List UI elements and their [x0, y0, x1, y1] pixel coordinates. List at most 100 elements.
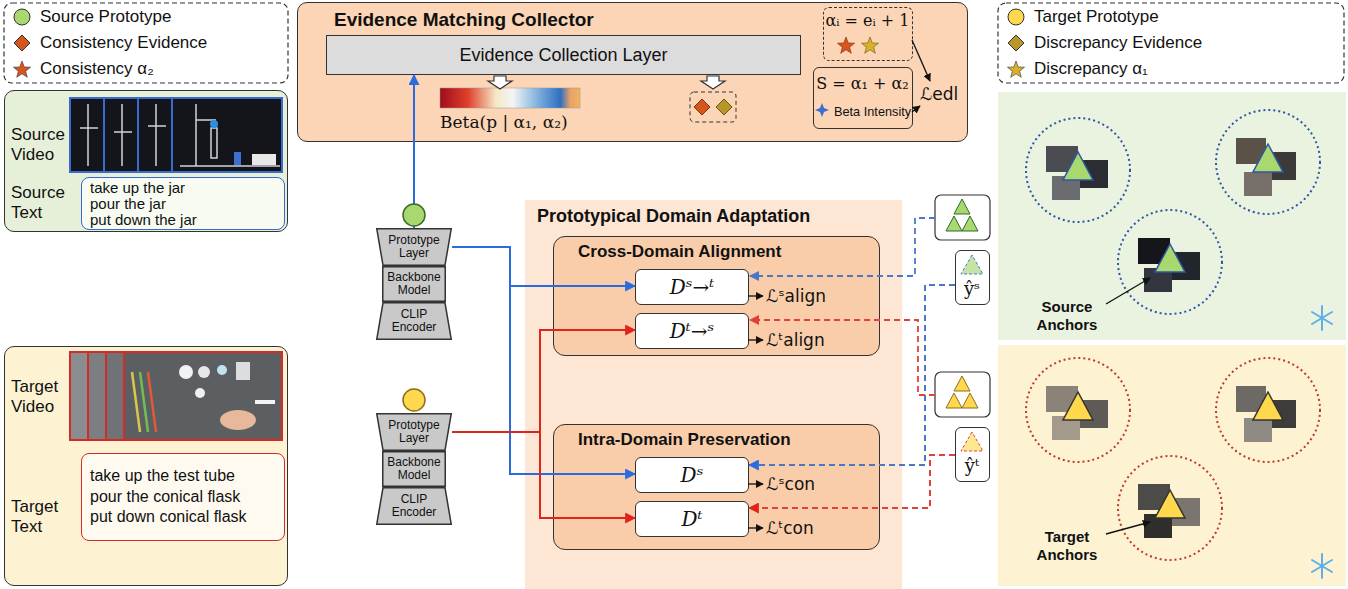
source-video: [252, 154, 276, 165]
legend-swatch: [12, 33, 32, 53]
beta-distribution-bar: [440, 88, 580, 108]
loss-arrow: [748, 483, 763, 484]
source-anchor-group: [962, 216, 978, 231]
layer-trapezoid-outline: [377, 488, 452, 525]
target-video: [198, 366, 210, 378]
source-video: [87, 104, 89, 166]
legend-text: Consistency Evidence: [40, 33, 207, 53]
source-video: [171, 98, 173, 172]
target-video: [148, 372, 156, 432]
source-anchor-group: [935, 195, 990, 240]
legend-swatch: [1006, 59, 1026, 79]
layer-box-outline: [383, 452, 446, 487]
source-anchor-clusters: [1244, 172, 1272, 196]
target-video: [124, 352, 282, 440]
text-holder: Evidence Collection Layer: [327, 36, 800, 74]
node-text: αᵢ = eᵢ + 1: [824, 11, 911, 30]
text-holder: Prototype Layer: [376, 228, 452, 266]
node-text: take up the jar: [90, 180, 185, 196]
node-text: Source Video: [11, 125, 69, 164]
text-holder: Dᵗ: [636, 502, 748, 536]
legend-text: Target Prototype: [1034, 7, 1159, 27]
evidence-panel: Evidence Matching CollectorEvidence Coll…: [297, 2, 968, 142]
source-video: [70, 98, 282, 172]
node-text: put down the jar: [90, 212, 197, 228]
source-anchor-group: [946, 199, 978, 231]
layer-trapezoid: CLIP Encoder: [376, 302, 452, 340]
target-video: [236, 362, 250, 380]
legend-text: Discrepancy α₁: [1034, 59, 1148, 79]
loss-arrow: [748, 339, 763, 340]
source-video: [210, 120, 218, 128]
source-video: [195, 104, 197, 166]
target-video: [70, 352, 282, 440]
alignment-panel: Cross-Domain AlignmentDˢ→ᵗDᵗ→ˢ: [553, 236, 880, 356]
target-video: [217, 365, 227, 375]
legend-swatch: [14, 9, 30, 25]
node-text: CLIP Encoder: [383, 308, 445, 334]
distribution-box: Dˢ→ᵗ: [635, 269, 749, 305]
legend-swatch: [1007, 61, 1024, 77]
node-text: Backbone Model: [385, 456, 443, 482]
process-box: Evidence Collection Layer: [326, 35, 801, 75]
math-label: ℒˢcon: [766, 474, 815, 494]
text-holder: Prototype Layer: [376, 413, 452, 451]
legend-item: Consistency α₂: [12, 58, 154, 80]
source-anchor-group: [954, 199, 970, 214]
math-label: ℒedl: [920, 84, 958, 104]
node-text: pour the conical flask: [90, 487, 240, 508]
legend-text: Source Prototype: [40, 7, 171, 27]
target-video: [255, 400, 275, 404]
target-anchor-group: [954, 376, 970, 391]
node-text: ŷᵗ: [956, 455, 988, 476]
target-anchor-group: [935, 372, 990, 417]
source-video: [121, 104, 123, 166]
source-video: [114, 131, 132, 133]
node-text: Target Video: [11, 377, 69, 416]
node-text: Dˢ: [681, 463, 704, 487]
adaptation-panel: Prototypical Domain AdaptationCross-Doma…: [525, 200, 902, 589]
source-video: [80, 127, 98, 129]
legend-swatch: [14, 35, 30, 51]
layer-trapezoid: Prototype Layer: [376, 228, 452, 266]
node-text: Dᵗ→ˢ: [670, 319, 714, 343]
anchor-panel: Target Anchors: [998, 345, 1346, 586]
legend-item: Discrepancy α₁: [1006, 58, 1148, 80]
text-holder: CLIP Encoder: [376, 487, 452, 525]
target-video: [195, 388, 205, 398]
node-text: Backbone Model: [385, 271, 443, 297]
source-video: [103, 98, 105, 172]
node-text: Source Anchors: [1030, 298, 1104, 334]
legend-swatch: [12, 7, 32, 27]
source-video: [180, 165, 280, 167]
text-holder: Dᵗ→ˢ: [636, 314, 748, 348]
math-label: ℒᵗcon: [766, 518, 814, 538]
source-video: [80, 104, 280, 166]
legend-item: Discrepancy Evidence: [1006, 32, 1202, 54]
layer-box-outline: [383, 267, 446, 302]
source-video: [155, 104, 157, 166]
formula-box: αᵢ = eᵢ + 1: [823, 7, 913, 61]
node-text: pour the jar: [90, 196, 166, 212]
node-text: Prototypical Domain Adaptation: [537, 206, 810, 227]
source-anchor-group: [946, 216, 962, 231]
layer-trapezoid-outline: [377, 414, 452, 451]
node-text: take up the test tube: [90, 466, 235, 487]
layer-box: Backbone Model: [382, 451, 446, 487]
prototype-dot: [403, 389, 425, 411]
text-holder: CLIP Encoder: [376, 302, 452, 340]
layer-trapezoid: CLIP Encoder: [376, 487, 452, 525]
target-video: [70, 352, 282, 440]
legend-swatch: [13, 61, 30, 77]
node-text: Target Anchors: [1030, 528, 1104, 564]
text-holder: Backbone Model: [382, 451, 446, 487]
source-video: [234, 152, 241, 165]
math-label: ℒᵗalign: [766, 330, 825, 350]
loss-arrow: [748, 295, 763, 296]
math-label: Beta(p | α₁, α₂): [440, 112, 568, 132]
node-text: Cross-Domain Alignment: [578, 242, 781, 262]
formula-box: S = α₁ + α₂Beta Intensity: [813, 67, 913, 129]
legend-swatch: [12, 59, 32, 79]
text-holder: take up the test tubepour the conical fl…: [82, 454, 284, 540]
